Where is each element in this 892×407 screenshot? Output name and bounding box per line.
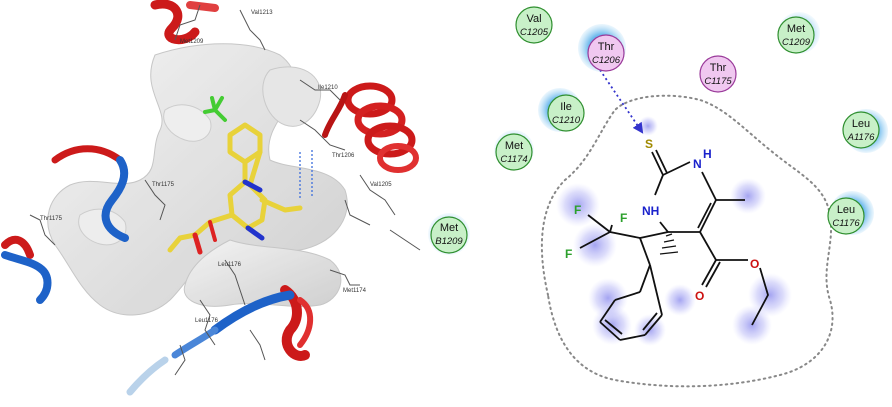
label-ile1210: Ile1210: [318, 85, 338, 91]
label-leu1176-b: Leu1176: [195, 318, 219, 324]
svg-text:C1209: C1209: [782, 37, 811, 48]
svg-text:Leu: Leu: [837, 204, 855, 216]
svg-text:C1206: C1206: [592, 55, 621, 66]
svg-text:C1174: C1174: [500, 154, 527, 165]
residue-met-c1209: Met C1209: [777, 12, 820, 54]
svg-text:Val: Val: [526, 13, 541, 25]
residue-sticks: [29, 4, 421, 376]
atom-f2: F: [620, 211, 627, 225]
svg-text:A1176: A1176: [847, 132, 875, 143]
label-thr1175-a: Thr1175: [152, 182, 175, 188]
helix-right: [322, 82, 419, 173]
panel-3d-view: Val1213 Met1209 Ile1210 Thr1206 Val1205 …: [1, 0, 470, 396]
residue-met-c1174: Met C1174: [494, 130, 534, 171]
helix-bottom: [280, 285, 314, 361]
svg-text:Met: Met: [440, 222, 458, 234]
svg-text:B1209: B1209: [435, 236, 463, 247]
svg-text:C1205: C1205: [520, 27, 549, 38]
label-val1205: Val1205: [370, 182, 392, 188]
svg-text:C1210: C1210: [552, 115, 581, 126]
atom-o-carbonyl: O: [695, 289, 704, 303]
residue-leu-a1176: Leu A1176: [842, 109, 888, 153]
blue-strands: [1, 156, 295, 396]
molecular-surface: [47, 43, 348, 316]
residue-labels-3d: Val1213 Met1209 Ile1210 Thr1206 Val1205 …: [40, 10, 392, 324]
atom-labels: S N H NH F F F O O: [565, 137, 759, 303]
svg-text:C1176: C1176: [832, 218, 860, 229]
pocket-outline: [540, 94, 834, 388]
svg-text:Met: Met: [787, 23, 805, 35]
atom-f3: F: [565, 247, 572, 261]
panel-2d-diagram: S N H NH F F F O O Val C1205 Thr C1206 T…: [494, 6, 888, 388]
svg-text:Ile: Ile: [560, 101, 572, 113]
label-val1213: Val1213: [251, 10, 273, 16]
svg-text:Leu: Leu: [852, 118, 870, 130]
label-met1209: Met1209: [180, 39, 204, 45]
hbond-3d: [299, 150, 313, 200]
svg-text:Met: Met: [505, 140, 523, 152]
ligand-3d: [167, 96, 303, 255]
svg-text:Thr: Thr: [598, 41, 615, 53]
atom-f1: F: [574, 203, 581, 217]
atom-h-top: H: [703, 147, 712, 161]
atom-n-top: N: [693, 157, 702, 171]
label-met1174: Met1174: [343, 288, 367, 294]
residue-met-b1209: Met B1209: [428, 213, 470, 255]
label-thr1175-b: Thr1175: [40, 216, 63, 222]
loop-left-red: [1, 145, 124, 259]
ligand-2d: [579, 149, 769, 341]
residue-val-c1205: Val C1205: [515, 6, 553, 44]
atom-nh-left: NH: [642, 204, 659, 218]
atom-s: S: [645, 137, 653, 151]
residue-thr-c1175: Thr C1175: [699, 55, 737, 93]
label-leu1176: Leu1176: [218, 262, 242, 268]
residue-leu-c1176: Leu C1176: [827, 191, 874, 235]
svg-text:Thr: Thr: [710, 62, 727, 74]
helix-top-left: [150, 0, 219, 45]
stereo-bond: [659, 233, 679, 255]
residue-ile-c1210: Ile C1210: [538, 88, 585, 132]
svg-text:C1175: C1175: [704, 76, 732, 87]
atom-o-ester: O: [750, 257, 759, 271]
residue-thr-c1206: Thr C1206: [578, 24, 626, 72]
label-thr1206: Thr1206: [332, 153, 355, 159]
